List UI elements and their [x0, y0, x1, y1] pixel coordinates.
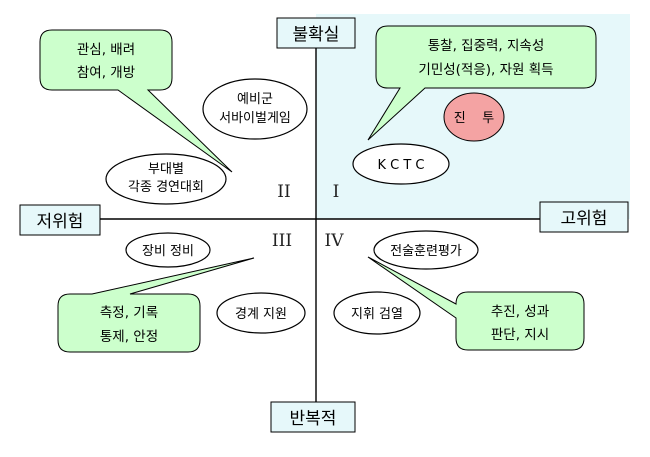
- ellipse-yebigun-line2: 서바이벌게임: [219, 111, 291, 126]
- callout-top-left-line2: 참여, 개방: [77, 65, 135, 81]
- ellipse-kctc: K C T C: [352, 143, 450, 185]
- callout-bubble-top-left: 관심, 배려 참여, 개방: [39, 29, 233, 173]
- ellipse-jihwi-text: 지휘 검열: [351, 307, 403, 322]
- ellipse-jangbi-text: 장비 정비: [142, 244, 194, 259]
- callout-bottom-right-line2: 판단, 지시: [491, 327, 549, 343]
- callout-top-right-line1: 통찰, 집중력, 지속성: [428, 38, 545, 54]
- axis-label-top: 불확실: [276, 17, 356, 49]
- ellipse-jeonsul-text: 전술훈련평가: [390, 244, 462, 259]
- callout-bottom-left-line1: 측정, 기록: [100, 305, 158, 321]
- ellipse-kctc-text: K C T C: [377, 158, 424, 173]
- axis-label-right: 고위험: [539, 201, 629, 233]
- callout-bubble-bottom-left: 측정, 기록 통제, 안정: [57, 257, 255, 353]
- ellipse-yebigun: 예비군 서바이벌게임: [202, 78, 308, 140]
- quadrant-3-label: III: [272, 231, 292, 251]
- ellipse-budaebyeol: 부대별 각종 경연대회: [105, 153, 227, 205]
- callout-top-left-line1: 관심, 배려: [77, 42, 135, 58]
- axis-label-bottom-text: 반복적: [290, 409, 337, 429]
- quadrant-1-label: I: [333, 182, 340, 202]
- axis-label-top-text: 불확실: [293, 25, 340, 45]
- callout-bubble-top-right: 통찰, 집중력, 지속성 기민성(적응), 자원 획득: [367, 25, 597, 141]
- ellipse-gyeonggye: 경계 지원: [216, 292, 306, 334]
- ellipse-jangbi: 장비 정비: [125, 232, 211, 268]
- ellipse-gyeonggye-text: 경계 지원: [235, 307, 287, 322]
- ellipse-yebigun-line1: 예비군: [237, 92, 273, 107]
- ellipse-jeontu: 진 투: [443, 92, 505, 142]
- ellipse-jeonsul: 전술훈련평가: [373, 230, 479, 270]
- axis-label-left-text: 저위험: [37, 212, 84, 232]
- ellipse-budaebyeol-line1: 부대별: [148, 162, 184, 177]
- callout-bubble-bottom-right: 추진, 성과 판단, 지시: [367, 256, 585, 351]
- axis-label-bottom: 반복적: [270, 401, 356, 433]
- ellipse-jihwi: 지휘 검열: [333, 291, 421, 335]
- axis-label-right-text: 고위험: [561, 209, 608, 229]
- quadrant-4-label: IV: [325, 231, 345, 251]
- ellipse-jeontu-text: 진 투: [454, 111, 494, 126]
- callout-bottom-left-line2: 통제, 안정: [100, 329, 158, 345]
- callout-bottom-right-line1: 추진, 성과: [491, 304, 549, 320]
- quadrant-2-label: II: [277, 182, 290, 202]
- axis-label-left: 저위험: [19, 204, 101, 236]
- ellipse-budaebyeol-line2: 각종 경연대회: [128, 180, 204, 195]
- callout-top-right-line2: 기민성(적응), 자원 획득: [418, 62, 553, 78]
